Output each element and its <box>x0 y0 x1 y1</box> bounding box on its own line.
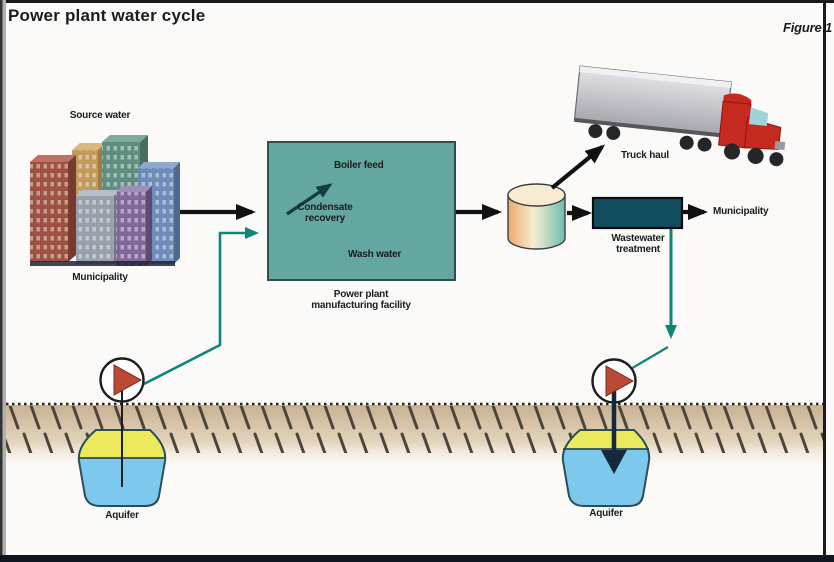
power-plant-caption: Power plant manufacturing facility <box>311 289 411 311</box>
boiler-feed-label: Boiler feed <box>334 160 384 171</box>
injection-arrowhead <box>601 450 627 474</box>
aquifer-right-label: Aquifer <box>589 508 623 519</box>
pump-right-icon <box>591 358 637 474</box>
condensate-recovery-label: Condensate recovery <box>297 202 353 224</box>
figure-title: Power plant water cycle <box>8 6 206 25</box>
figure-number: Figure 1 <box>783 20 832 35</box>
municipality-source-label: Municipality <box>72 272 128 283</box>
source-water-label: Source water <box>69 110 131 121</box>
truck-haul-label: Truck haul <box>620 150 669 161</box>
storage-tank-icon <box>507 183 566 250</box>
flow-arrows <box>180 144 708 221</box>
city-buildings-icon <box>30 135 180 266</box>
truck-icon <box>573 65 786 167</box>
aquifer-right-icon <box>561 429 651 507</box>
wastewater-box <box>591 196 684 230</box>
wash-water-label: Wash water <box>348 249 402 260</box>
recycle-line-right <box>628 229 677 371</box>
municipality-out-label: Municipality <box>713 206 769 217</box>
condensate-arrow <box>286 183 333 216</box>
power-plant-box <box>267 141 456 281</box>
truck-haul-arrow <box>550 144 606 190</box>
aquifer-left-label: Aquifer <box>105 510 139 521</box>
recycle-line-left <box>143 227 259 386</box>
pump-left-icon <box>99 357 145 487</box>
wastewater-treatment-label: Wastewater treatment <box>611 233 665 255</box>
